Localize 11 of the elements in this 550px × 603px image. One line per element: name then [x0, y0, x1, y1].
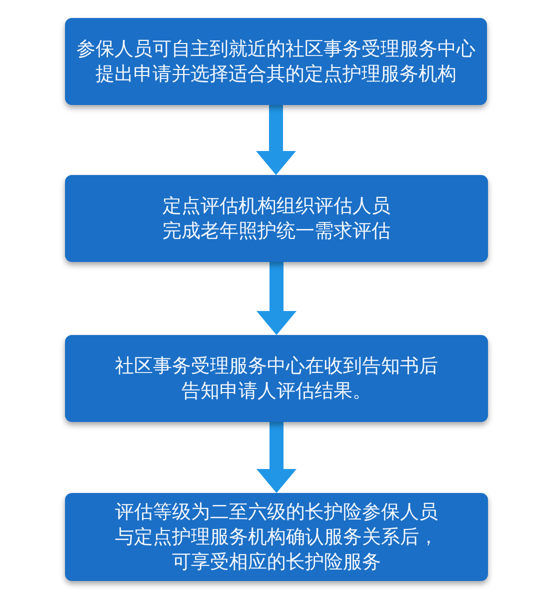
step-text: 参保人员可自主到就近的社区事务受理服务中心提出申请并选择适合其的定点护理服务机构 — [76, 36, 476, 86]
process-box — [65, 18, 487, 105]
arrow — [256, 262, 296, 335]
process-box — [65, 493, 488, 581]
arrow — [256, 422, 296, 493]
process-box — [65, 335, 488, 422]
process-box — [65, 175, 488, 262]
step-text: 评估等级为二至六级的长护险参保人员与定点护理服务机构确认服务关系后，可享受相应的长护险服务 — [114, 500, 439, 574]
step-text: 定点评估机构组织评估人员完成老年照护统一需求评估 — [162, 194, 392, 244]
arrow — [256, 105, 296, 175]
step-text: 社区事务受理服务中心在收到告知书后告知申请人评估结果。 — [114, 354, 439, 404]
